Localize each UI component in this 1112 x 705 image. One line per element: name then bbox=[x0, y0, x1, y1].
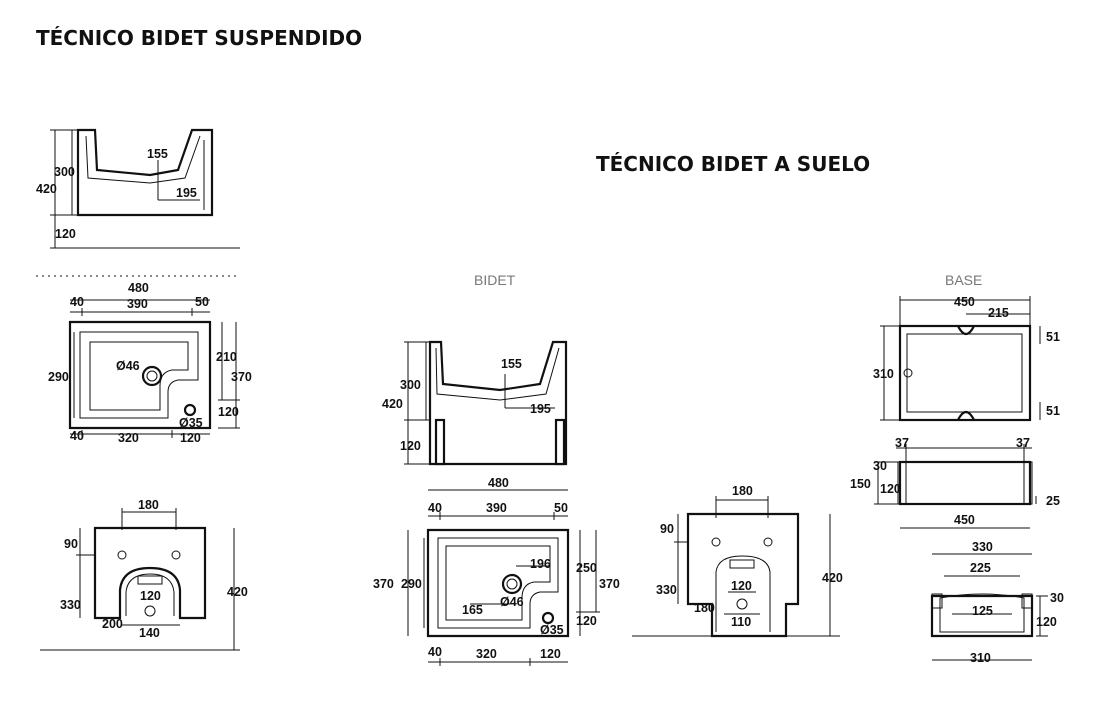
dim-label: 370 bbox=[599, 577, 620, 591]
dim-label: 250 bbox=[576, 561, 597, 575]
dim-label: 50 bbox=[554, 501, 568, 515]
dim-label: 330 bbox=[60, 598, 81, 612]
dim-label: 180 bbox=[138, 498, 159, 512]
suspended-side-view bbox=[50, 128, 240, 249]
dim-label: 120 bbox=[880, 482, 901, 496]
dim-label: 480 bbox=[488, 476, 509, 490]
dim-label: 90 bbox=[660, 522, 674, 536]
dim-label: 40 bbox=[70, 295, 84, 309]
dim-label: 40 bbox=[428, 501, 442, 515]
base-side-view bbox=[874, 444, 1037, 529]
dim-label: 210 bbox=[216, 350, 237, 364]
dim-label: 330 bbox=[656, 583, 677, 597]
dim-label: 90 bbox=[64, 537, 78, 551]
title-suspended: TÉCNICO BIDET SUSPENDIDO bbox=[36, 26, 363, 50]
base-front-view bbox=[930, 553, 1048, 661]
dim-label: 330 bbox=[972, 540, 993, 554]
dim-label: 450 bbox=[954, 513, 975, 527]
dim-label: 420 bbox=[227, 585, 248, 599]
dim-label: 120 bbox=[540, 647, 561, 661]
dim-label: 155 bbox=[501, 357, 522, 371]
dim-label: 40 bbox=[70, 429, 84, 443]
floor-rear-view bbox=[632, 496, 840, 638]
title-floor: TÉCNICO BIDET A SUELO bbox=[596, 152, 871, 176]
floor-top-view bbox=[407, 489, 600, 666]
dim-label: 120 bbox=[140, 589, 161, 603]
suspended-rear-view bbox=[40, 508, 240, 651]
dim-label: 50 bbox=[195, 295, 209, 309]
dim-label: 155 bbox=[147, 147, 168, 161]
dim-label: 37 bbox=[1016, 436, 1030, 450]
dim-label: 120 bbox=[1036, 615, 1057, 629]
dim-label: Ø46 bbox=[116, 359, 140, 373]
dim-label: Ø35 bbox=[540, 623, 564, 637]
dim-label: 30 bbox=[1050, 591, 1064, 605]
dim-label: 370 bbox=[231, 370, 252, 384]
dim-label: 450 bbox=[954, 295, 975, 309]
dim-label: 120 bbox=[731, 579, 752, 593]
dim-label: 140 bbox=[139, 626, 160, 640]
dim-label: 215 bbox=[988, 306, 1009, 320]
dim-label: 120 bbox=[400, 439, 421, 453]
dim-label: 420 bbox=[36, 182, 57, 196]
base-top-view bbox=[880, 296, 1041, 422]
suspended-top-view bbox=[68, 299, 240, 438]
dim-label: 290 bbox=[48, 370, 69, 384]
dim-label: 195 bbox=[530, 402, 551, 416]
dim-label: 195 bbox=[176, 186, 197, 200]
dim-label: 110 bbox=[731, 615, 751, 629]
subtitle-bidet: BIDET bbox=[474, 272, 516, 288]
dim-label: 120 bbox=[576, 614, 597, 628]
dim-label: 120 bbox=[55, 227, 76, 241]
floor-side-view bbox=[404, 340, 568, 466]
dim-label: 300 bbox=[54, 165, 75, 179]
dim-label: 480 bbox=[128, 281, 149, 295]
dim-label: 125 bbox=[972, 604, 993, 618]
dim-label: 180 bbox=[694, 601, 715, 615]
dim-label: 40 bbox=[428, 645, 442, 659]
dim-label: 37 bbox=[895, 436, 909, 450]
dim-label: 420 bbox=[382, 397, 403, 411]
dim-label: 120 bbox=[218, 405, 239, 419]
dim-label: 225 bbox=[970, 561, 991, 575]
dim-label: 30 bbox=[873, 459, 887, 473]
dim-label: 390 bbox=[127, 297, 148, 311]
dim-label: Ø35 bbox=[179, 416, 203, 430]
dim-label: 51 bbox=[1046, 330, 1060, 344]
dim-label: 420 bbox=[822, 571, 843, 585]
dim-label: 120 bbox=[180, 431, 201, 445]
dim-label: 196 bbox=[530, 557, 551, 571]
dim-label: 290 bbox=[401, 577, 422, 591]
dim-label: 150 bbox=[850, 477, 871, 491]
dim-label: 390 bbox=[486, 501, 507, 515]
dim-label: 370 bbox=[373, 577, 394, 591]
dim-label: 25 bbox=[1046, 494, 1060, 508]
dimension-labels: 300 420 155 195 120 480 40 390 50 290 21… bbox=[36, 147, 1064, 665]
dim-label: 200 bbox=[102, 617, 123, 631]
dim-label: 51 bbox=[1046, 404, 1060, 418]
subtitle-base: BASE bbox=[945, 272, 983, 288]
dim-label: 165 bbox=[462, 603, 483, 617]
dim-label: 320 bbox=[476, 647, 497, 661]
dim-label: 310 bbox=[970, 651, 991, 665]
dim-label: Ø46 bbox=[500, 595, 524, 609]
dim-label: 320 bbox=[118, 431, 139, 445]
dim-label: 180 bbox=[732, 484, 753, 498]
dim-label: 300 bbox=[400, 378, 421, 392]
dim-label: 310 bbox=[873, 367, 894, 381]
